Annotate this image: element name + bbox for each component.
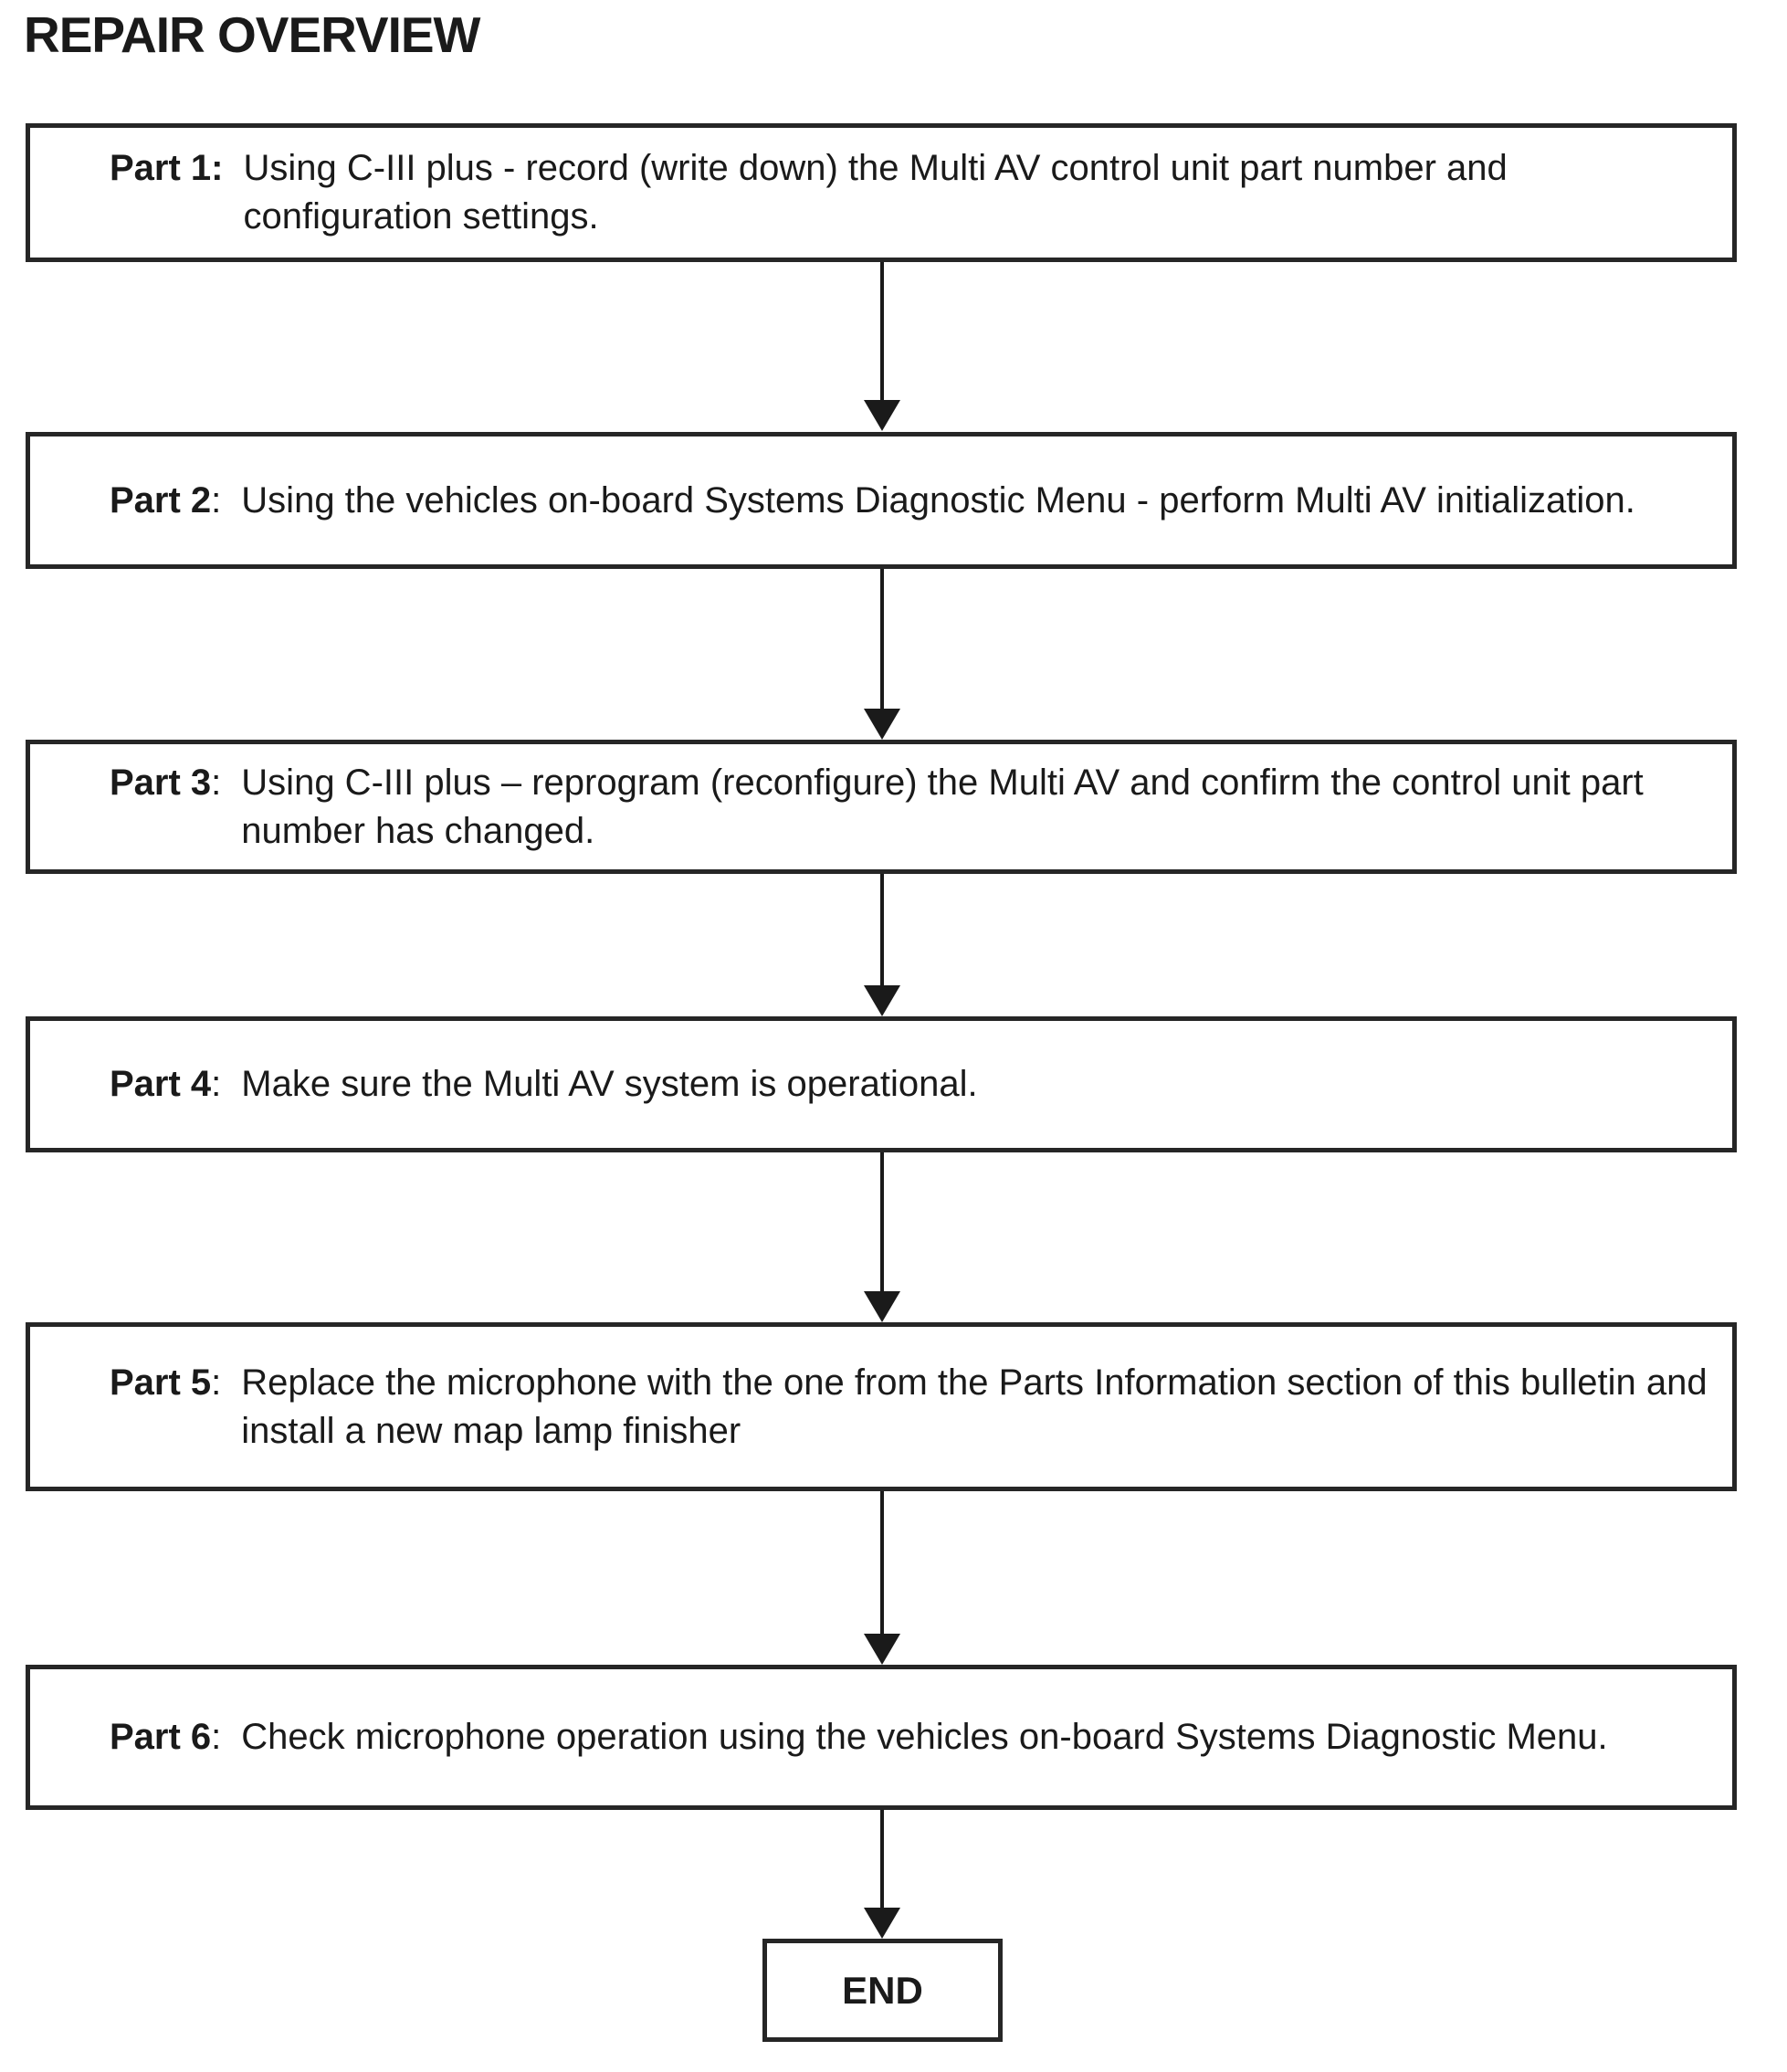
flow-arrow-2 [864, 569, 900, 740]
step-label-bold: Part 5 [110, 1362, 212, 1403]
flow-arrow-4 [864, 1152, 900, 1322]
arrow-down-icon [864, 400, 900, 431]
step-text: Using C-III plus - record (write down) t… [243, 148, 1508, 237]
step-label: Part 2: [110, 477, 221, 525]
step-label-sep: : [211, 1362, 222, 1403]
arrow-stem [880, 1491, 884, 1639]
arrow-stem [880, 874, 884, 991]
step-text: Check microphone operation using the veh… [241, 1717, 1608, 1758]
step-content: Part 2: Using the vehicles on-board Syst… [110, 477, 1719, 525]
step-label-sep: : [211, 1064, 222, 1105]
arrow-stem [880, 569, 884, 714]
flow-arrow-6 [864, 1810, 900, 1939]
end-terminal-box: END [762, 1939, 1003, 2042]
step-content: Part 4: Make sure the Multi AV system is… [110, 1060, 1719, 1109]
step-label-bold: Part 4 [110, 1064, 212, 1105]
step-text: Using C-III plus – reprogram (reconfigur… [241, 762, 1644, 851]
arrow-down-icon [864, 1634, 900, 1665]
flow-step-part-6: Part 6: Check microphone operation using… [26, 1665, 1737, 1810]
step-text: Replace the microphone with the one from… [241, 1362, 1708, 1451]
step-label: Part 1: [110, 144, 224, 193]
step-label: Part 6: [110, 1713, 221, 1762]
arrow-stem [880, 1810, 884, 1913]
step-label-bold: Part 3 [110, 762, 212, 803]
arrow-stem [880, 1152, 884, 1297]
arrow-down-icon [864, 1908, 900, 1939]
flow-arrow-5 [864, 1491, 900, 1665]
step-content: Part 3: Using C-III plus – reprogram (re… [110, 759, 1719, 856]
flow-step-part-4: Part 4: Make sure the Multi AV system is… [26, 1016, 1737, 1152]
flow-arrow-1 [864, 262, 900, 431]
step-label: Part 5: [110, 1359, 221, 1407]
flow-step-part-2: Part 2: Using the vehicles on-board Syst… [26, 432, 1737, 569]
flow-step-part-5: Part 5: Replace the microphone with the … [26, 1322, 1737, 1491]
arrow-stem [880, 262, 884, 405]
step-content: Part 1: Using C-III plus - record (write… [110, 144, 1719, 241]
step-content: Part 5: Replace the microphone with the … [110, 1359, 1719, 1456]
step-label-sep: : [211, 1717, 222, 1758]
flow-step-part-1: Part 1: Using C-III plus - record (write… [26, 123, 1737, 262]
step-label-bold: Part 1: [110, 148, 224, 189]
step-text: Using the vehicles on-board Systems Diag… [241, 479, 1635, 521]
flow-step-part-3: Part 3: Using C-III plus – reprogram (re… [26, 740, 1737, 874]
arrow-down-icon [864, 709, 900, 740]
flow-arrow-3 [864, 874, 900, 1016]
arrow-down-icon [864, 985, 900, 1016]
step-text: Make sure the Multi AV system is operati… [241, 1064, 978, 1105]
step-label-bold: Part 2 [110, 479, 212, 521]
step-label-bold: Part 6 [110, 1717, 212, 1758]
step-label-sep: : [211, 762, 222, 803]
page-title: REPAIR OVERVIEW [24, 6, 480, 63]
step-label-sep: : [211, 479, 222, 521]
step-label: Part 3: [110, 759, 221, 807]
step-content: Part 6: Check microphone operation using… [110, 1713, 1719, 1762]
step-label: Part 4: [110, 1060, 221, 1109]
end-label: END [842, 1968, 923, 2012]
arrow-down-icon [864, 1291, 900, 1322]
